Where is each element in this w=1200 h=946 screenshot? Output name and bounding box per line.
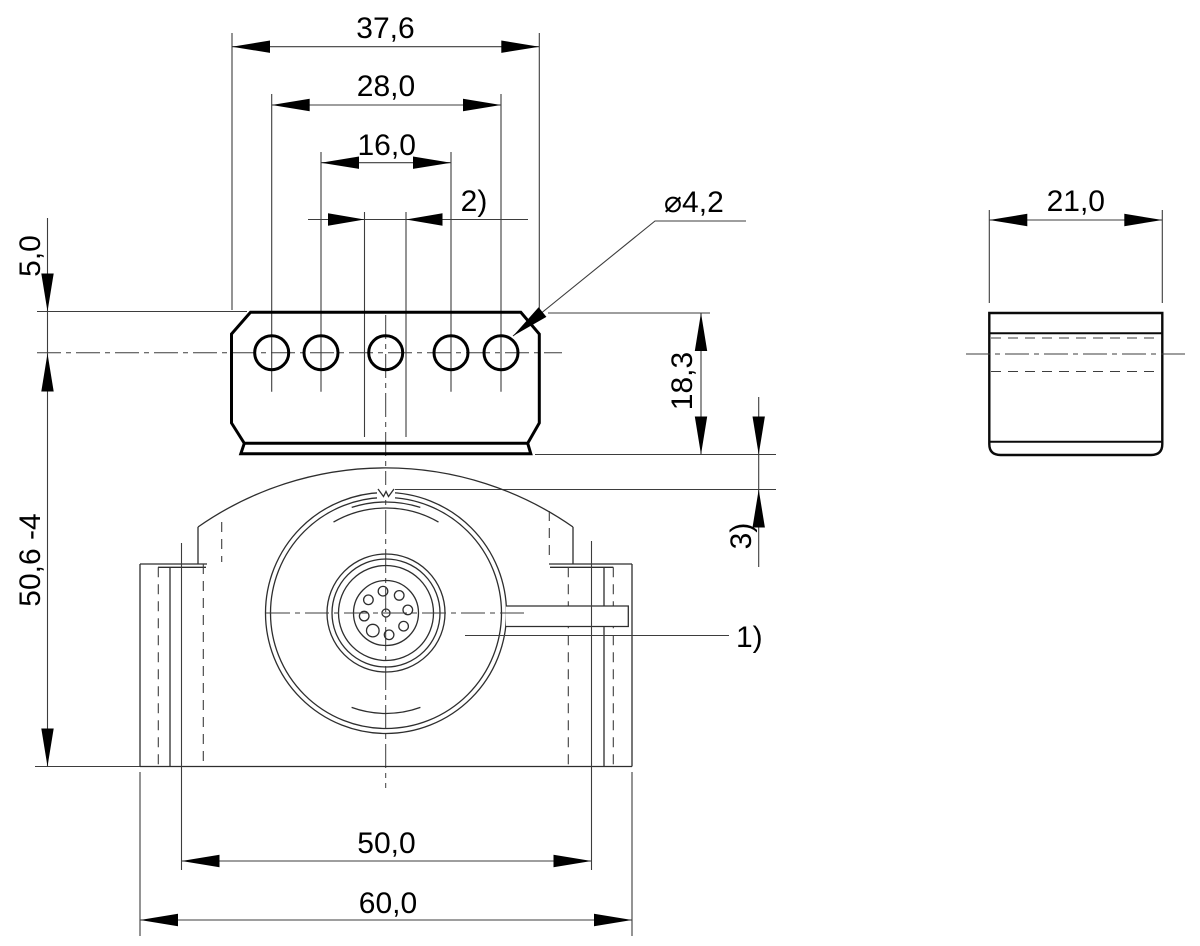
arrowhead	[989, 213, 1028, 227]
pin	[358, 610, 370, 622]
arrowhead	[463, 98, 501, 112]
ring-arc-top	[333, 507, 439, 523]
pin	[383, 629, 395, 641]
dim-plate-top-to-holes: 5,0	[14, 235, 47, 277]
dim-holes-to-base: 50,6 -4	[14, 513, 47, 606]
pin-key	[365, 623, 380, 638]
arrowhead	[694, 313, 708, 351]
ring-arc-top	[351, 501, 421, 509]
arrowhead	[321, 156, 359, 169]
arrowhead	[752, 416, 765, 455]
arrowhead	[181, 854, 220, 868]
plate-outline	[230, 310, 541, 445]
arrowhead	[232, 40, 270, 53]
dimension-annotations: 37,6 28,0 16,0 2) ⌀4,2 5,0 50,6 -4 18,3	[14, 12, 1163, 927]
pin	[402, 604, 414, 616]
note-connector: 1)	[736, 621, 763, 654]
arrowhead	[41, 728, 54, 767]
pin	[398, 620, 410, 632]
tab-fill	[506, 606, 629, 627]
dim-plate-overall-width: 37,6	[356, 12, 414, 45]
dim-hole-span-outer: 28,0	[357, 70, 415, 103]
mounting-hole	[432, 334, 470, 372]
dim-slot-span-width: 50,0	[357, 827, 415, 860]
plate-side-view	[966, 311, 1190, 457]
arrowhead	[513, 307, 547, 336]
arrowhead	[752, 489, 765, 528]
dim-body-overall-width: 60,0	[359, 887, 417, 920]
arrowhead	[1124, 213, 1163, 227]
sensor-body-front-view	[139, 467, 633, 768]
dim-plate-height: 18,3	[666, 352, 699, 410]
mounting-hole	[253, 334, 291, 372]
note-slot: 2)	[461, 185, 488, 218]
arrowhead	[413, 156, 451, 169]
dome-outline	[197, 467, 574, 528]
mounting-plate-top-view	[230, 310, 541, 456]
mounting-hole	[367, 334, 405, 372]
leader-line	[512, 220, 746, 337]
mounting-hole	[302, 334, 340, 372]
arrowhead	[271, 98, 310, 112]
extension-lines	[35, 33, 1163, 936]
arrowhead	[501, 40, 540, 53]
note-clearance: 3)	[725, 523, 758, 550]
pin	[377, 585, 389, 597]
connector-tab	[506, 605, 629, 628]
connector-pins	[358, 585, 414, 641]
ring-notch	[377, 488, 395, 498]
plate-lip	[238, 442, 533, 456]
side-outline	[988, 311, 1164, 457]
pin	[393, 589, 405, 601]
arrowhead	[140, 913, 178, 927]
mounting-hole	[482, 334, 520, 372]
dim-hole-span-inner: 16,0	[358, 129, 416, 162]
ring-arc-bottom	[351, 706, 421, 715]
arrowhead	[41, 273, 54, 312]
dim-hole-diameter: ⌀4,2	[664, 186, 724, 219]
arrowhead	[406, 213, 443, 226]
arrowhead	[41, 353, 54, 392]
arrowhead	[553, 854, 592, 868]
arrowhead	[694, 416, 708, 455]
dim-side-view-width: 21,0	[1047, 185, 1105, 218]
pin	[362, 594, 374, 606]
arrowhead	[594, 913, 632, 927]
arrowhead	[328, 213, 365, 226]
